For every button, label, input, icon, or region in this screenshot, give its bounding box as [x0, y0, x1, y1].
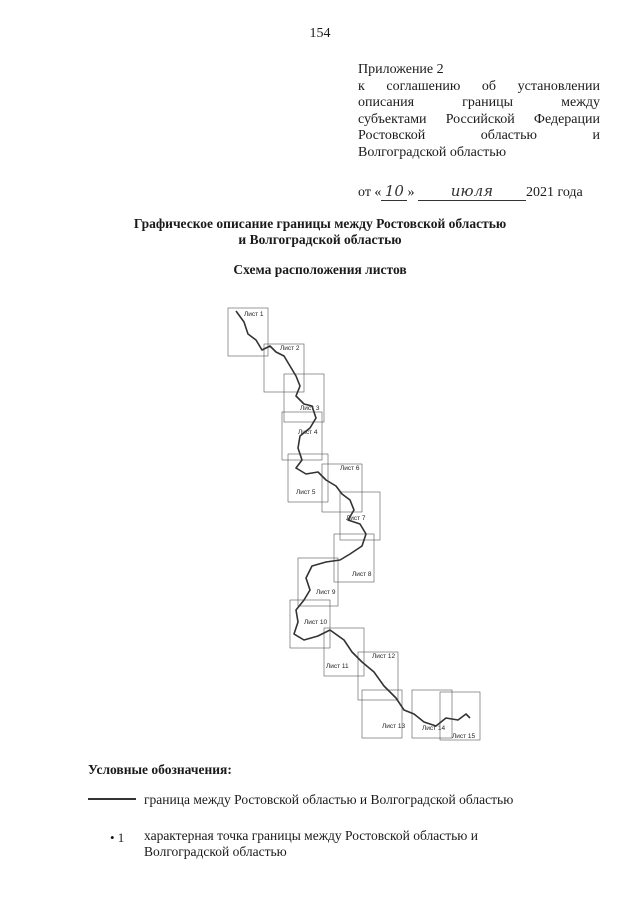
appendix-line: Ростовской областью и	[358, 128, 600, 143]
sheet-frame	[297, 557, 339, 607]
legend-point-line: Волгоградской областью	[144, 844, 287, 859]
date-day: 10	[381, 182, 408, 201]
sheet-label: Лист 5	[296, 489, 316, 496]
sheet-frame	[339, 491, 381, 541]
title-line: Графическое описание границы между Росто…	[133, 216, 507, 231]
sheet-label: Лист 11	[326, 663, 349, 670]
sheet-frame	[283, 373, 325, 423]
sheet-label: Лист 6	[340, 465, 360, 472]
point-marker-symbol: • 1	[110, 830, 125, 845]
sheet-frame	[439, 691, 481, 741]
date-prefix: от «	[358, 185, 382, 200]
appendix-line: описания границы между	[358, 95, 600, 110]
sheet-label: Лист 13	[382, 723, 406, 730]
sheet-label: Лист 1	[244, 311, 264, 318]
appendix-line: субъектами Российской Федерации	[358, 111, 600, 127]
date-month: июля	[417, 182, 526, 201]
sheet-label: Лист 7	[346, 515, 366, 522]
sheet-label: Лист 14	[422, 725, 446, 732]
scheme-title: Схема расположения листов	[233, 262, 407, 277]
legend-point-line: характерная точка границы между Ростовск…	[144, 828, 478, 843]
sheet-label: Лист 12	[372, 653, 396, 660]
sheet-frame	[227, 307, 269, 357]
boundary-line	[235, 310, 471, 727]
legend-point-text: характерная точка границы между Ростовск…	[144, 828, 524, 860]
title-line: и Волгоградской областью	[238, 232, 402, 247]
appendix-line: к соглашению об установлении	[358, 78, 600, 94]
sheet-label: Лист 9	[316, 589, 336, 596]
date-mid: »	[407, 185, 415, 200]
sheet-label: Лист 2	[280, 345, 300, 352]
legend-title: Условные обозначения:	[88, 762, 232, 777]
sheet-frame	[357, 651, 399, 701]
sheet-label: Лист 10	[304, 619, 328, 626]
sheet-label: Лист 4	[298, 429, 318, 436]
date-year: 2021 года	[525, 185, 583, 200]
appendix-line: Приложение 2	[358, 62, 444, 77]
appendix-line: Волгоградской областью	[358, 144, 507, 160]
sheet-frame	[287, 453, 329, 503]
sheet-label: Лист 8	[352, 571, 372, 578]
sheet-label: Лист 3	[300, 405, 320, 412]
page-number: 154	[309, 26, 331, 41]
document-title: Графическое описание границы между Росто…	[0, 216, 640, 248]
sheet-frame	[289, 599, 331, 649]
appendix-block: Приложение 2 к соглашению об установлени…	[358, 62, 600, 161]
boundary-line-symbol	[88, 798, 136, 800]
sheet-frame	[361, 689, 403, 739]
sheet-label: Лист 15	[452, 733, 476, 740]
legend-boundary-text: граница между Ростовской областью и Волг…	[144, 792, 514, 807]
sheet-frame	[321, 463, 363, 513]
